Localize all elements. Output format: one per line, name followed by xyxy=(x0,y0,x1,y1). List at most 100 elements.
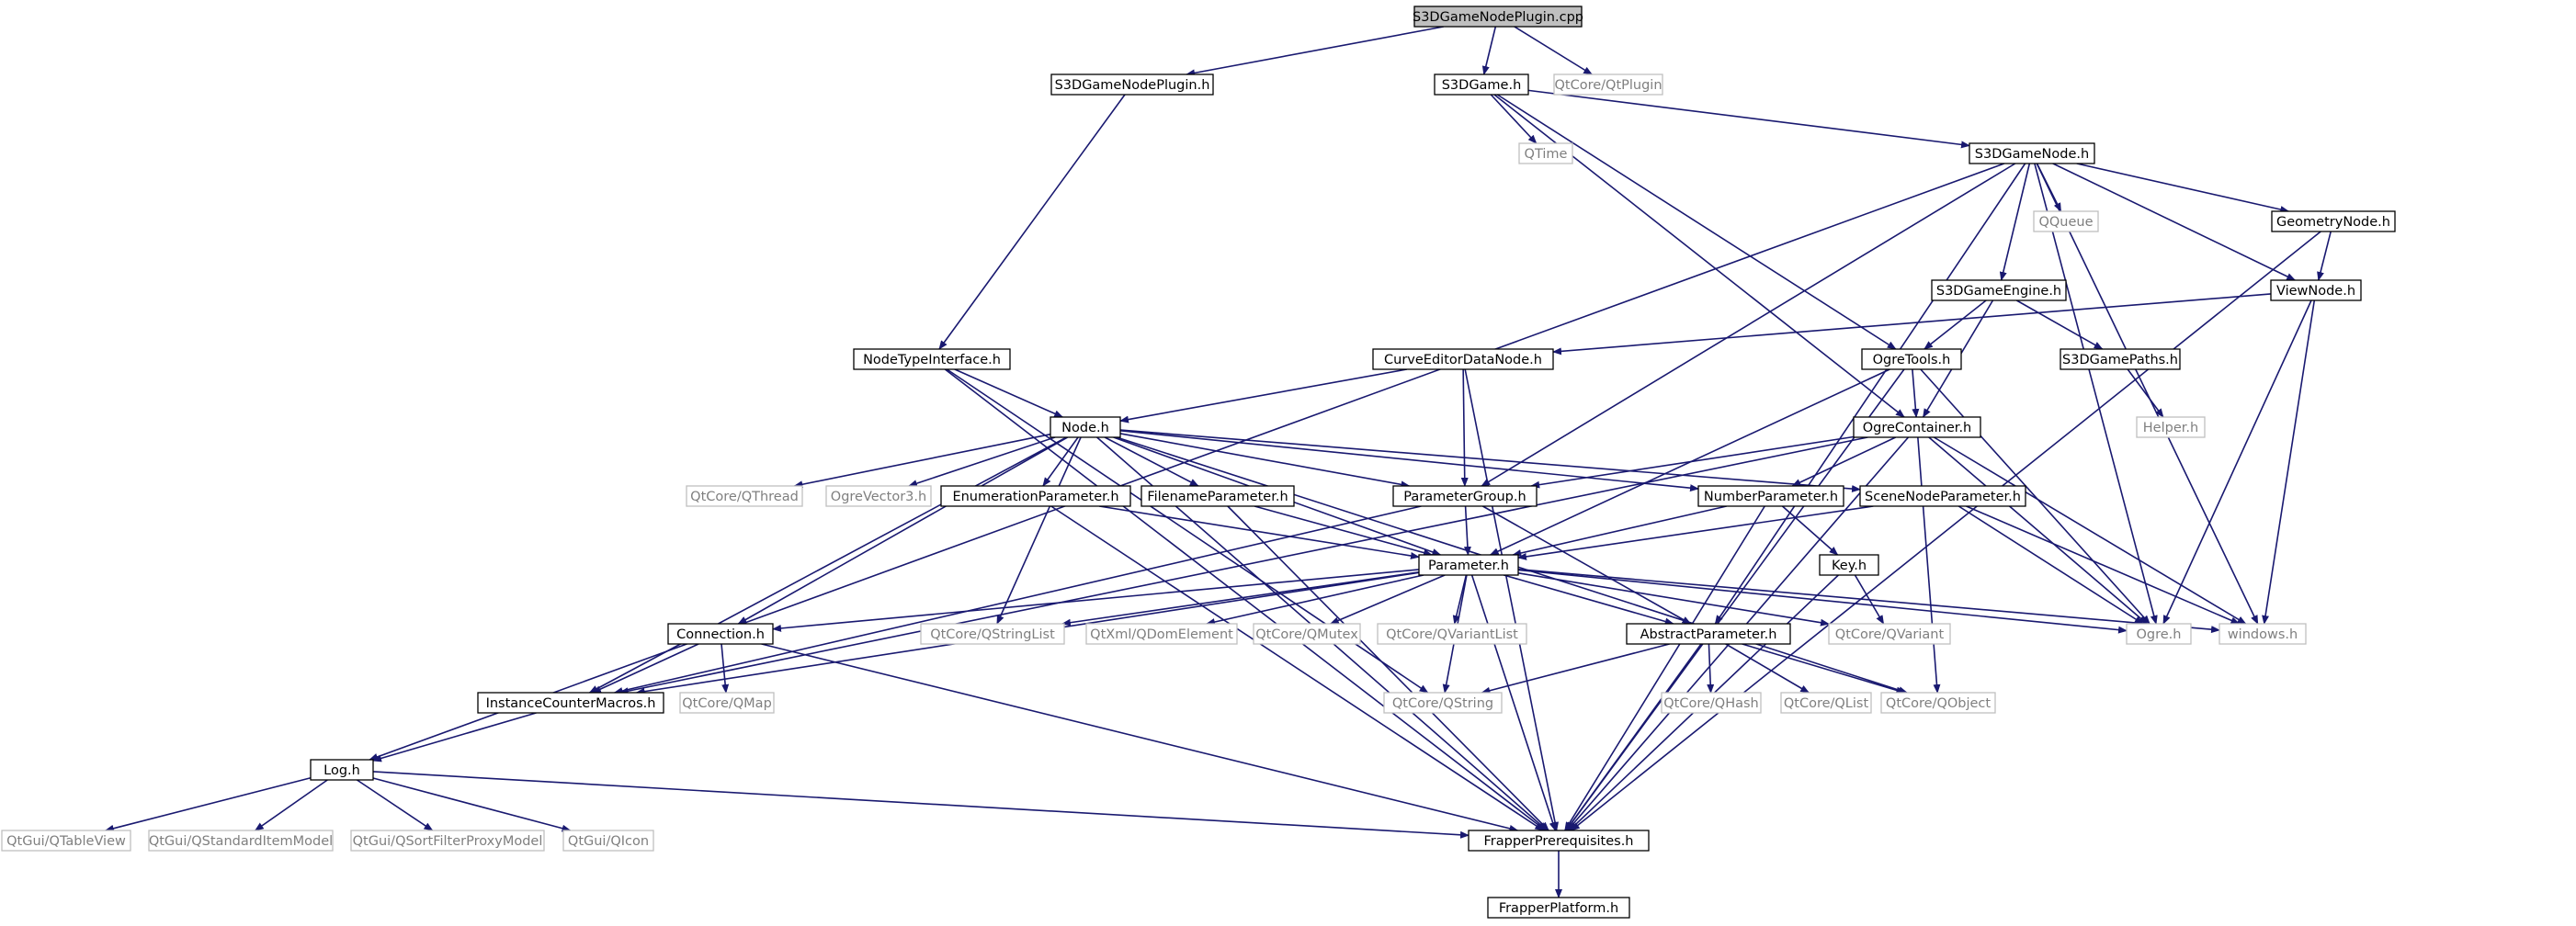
edge-node_h-to-paramgroup_h xyxy=(1119,433,1411,489)
node-abstractparam_h[interactable]: AbstractParameter.h xyxy=(1626,623,1791,645)
node-frapperplatform_h[interactable]: FrapperPlatform.h xyxy=(1487,897,1630,919)
edge-parameter_h-to-qstringlist xyxy=(1061,571,1420,627)
node-label: FilenameParameter.h xyxy=(1147,490,1288,504)
node-log_h[interactable]: Log.h xyxy=(310,759,374,781)
node-qlist: QtCore/QList xyxy=(1780,692,1872,714)
node-label: ParameterGroup.h xyxy=(1403,490,1526,504)
node-label: QtGui/QStandardItemModel xyxy=(149,834,333,849)
node-qvariantlist: QtCore/QVariantList xyxy=(1377,623,1527,645)
edge-numberparam_h-to-key_h xyxy=(1781,505,1839,556)
edge-ogrecontainer_h-to-instancecounter_h xyxy=(618,436,1868,695)
edge-node_h-to-connection_h xyxy=(737,436,1068,625)
node-ogretools_h[interactable]: OgreTools.h xyxy=(1861,348,1962,370)
edge-game_h-to-ogretools_h xyxy=(1496,94,1897,350)
node-connection_h[interactable]: Connection.h xyxy=(667,623,774,645)
node-box xyxy=(148,830,334,852)
node-qstring: QtCore/QString xyxy=(1383,692,1503,714)
node-qicon: QtGui/QIcon xyxy=(562,830,654,852)
node-key_h[interactable]: Key.h xyxy=(1819,554,1879,576)
node-label: Node.h xyxy=(1061,421,1109,435)
node-box xyxy=(1372,348,1554,370)
edge-geometrynode_h-to-viewnode_h xyxy=(2317,231,2332,281)
edge-connection_h-to-qmap xyxy=(721,643,730,694)
node-label: Helper.h xyxy=(2143,421,2198,435)
node-enumparam_h[interactable]: EnumerationParameter.h xyxy=(940,485,1131,507)
edge-filenameparam_h-to-frapperprereq_h xyxy=(1227,505,1549,831)
node-plugin_h[interactable]: S3DGameNodePlugin.h xyxy=(1050,73,1214,96)
node-gameengine_h[interactable]: S3DGameEngine.h xyxy=(1931,279,2067,301)
node-box xyxy=(1418,554,1519,576)
node-box xyxy=(1880,692,1996,714)
node-qqueue: QQueue xyxy=(2033,210,2099,232)
node-geometrynode_h[interactable]: GeometryNode.h xyxy=(2271,210,2396,232)
node-node_h[interactable]: Node.h xyxy=(1050,416,1121,438)
node-box xyxy=(2126,623,2192,645)
node-label: ViewNode.h xyxy=(2276,284,2355,299)
node-numberparam_h[interactable]: NumberParameter.h xyxy=(1697,485,1844,507)
node-label: NodeTypeInterface.h xyxy=(863,353,1001,367)
node-label: S3DGameNodePlugin.h xyxy=(1055,78,1210,93)
node-ogrecontainer_h[interactable]: OgreContainer.h xyxy=(1853,416,1981,438)
node-root[interactable]: S3DGameNodePlugin.cpp xyxy=(1413,6,1583,28)
node-box xyxy=(350,830,545,852)
edge-root-to-game_h xyxy=(1481,26,1497,75)
node-label: QTime xyxy=(1525,147,1568,162)
node-instancecounter_h[interactable]: InstanceCounterMacros.h xyxy=(477,692,664,714)
node-game_h[interactable]: S3DGame.h xyxy=(1434,73,1529,96)
node-qtime: QTime xyxy=(1518,142,1573,164)
edge-node_h-to-qstringlist xyxy=(996,436,1082,625)
edge-parameter_h-to-ogre_h xyxy=(1517,569,2128,634)
node-box xyxy=(2136,416,2206,438)
node-paramgroup_h[interactable]: ParameterGroup.h xyxy=(1392,485,1538,507)
edge-paramgroup_h-to-abstractparam_h xyxy=(1482,505,1692,625)
node-qsortfilter: QtGui/QSortFilterProxyModel xyxy=(350,830,545,852)
node-frapperprereq_h[interactable]: FrapperPrerequisites.h xyxy=(1468,830,1650,852)
edge-abstractparam_h-to-qobject xyxy=(1742,643,1906,694)
node-curveeditor_h[interactable]: CurveEditorDataNode.h xyxy=(1372,348,1554,370)
edge-log_h-to-qicon xyxy=(372,777,572,832)
edge-abstractparam_h-to-qlist xyxy=(1725,643,1810,694)
edge-parameter_h-to-qdomelement xyxy=(1206,574,1424,626)
edge-log_h-to-qtableview xyxy=(104,776,312,832)
edge-enumparam_h-to-frapperprereq_h xyxy=(1050,505,1545,831)
node-label: Log.h xyxy=(323,763,360,778)
node-qtplugin: QtCore/QtPlugin xyxy=(1553,73,1663,96)
node-box xyxy=(1518,142,1573,164)
node-qtableview: QtGui/QTableView xyxy=(1,830,131,852)
node-gamepaths_h[interactable]: S3DGamePaths.h xyxy=(2060,348,2181,370)
edge-numberparam_h-to-parameter_h xyxy=(1512,505,1727,557)
node-qstringlist: QtCore/QStringList xyxy=(920,623,1065,645)
node-viewnode_h[interactable]: ViewNode.h xyxy=(2270,279,2362,301)
node-qhash: QtCore/QHash xyxy=(1661,692,1762,714)
edge-root-to-qtplugin xyxy=(1514,26,1594,75)
node-gamenode_h[interactable]: S3DGameNode.h xyxy=(1969,142,2095,164)
node-label: OgreContainer.h xyxy=(1863,421,1972,435)
node-box xyxy=(853,348,1011,370)
node-box xyxy=(310,759,374,781)
edge-node_h-to-filenameparam_h xyxy=(1104,436,1199,487)
node-label: QtGui/QSortFilterProxyModel xyxy=(353,834,543,849)
node-box xyxy=(1085,623,1238,645)
node-box xyxy=(1050,416,1121,438)
node-scenenodeparam_h[interactable]: SceneNodeParameter.h xyxy=(1859,485,2026,507)
node-label: Connection.h xyxy=(676,627,765,642)
node-box xyxy=(1487,897,1630,919)
node-box xyxy=(1,830,131,852)
node-box xyxy=(1553,73,1663,96)
node-label: S3DGamePaths.h xyxy=(2062,353,2178,367)
edge-parameter_h-to-qvariantlist xyxy=(1452,574,1468,625)
node-parameter_h[interactable]: Parameter.h xyxy=(1418,554,1519,576)
node-label: QtCore/QStringList xyxy=(930,627,1055,642)
node-label: S3DGameNodePlugin.cpp xyxy=(1413,10,1583,25)
node-filenameparam_h[interactable]: FilenameParameter.h xyxy=(1140,485,1295,507)
node-box xyxy=(1859,485,2026,507)
edge-log_h-to-qsortfilter xyxy=(356,779,434,831)
node-label: QtCore/QMutex xyxy=(1255,627,1358,642)
node-label: QtCore/QList xyxy=(1784,696,1869,711)
node-qvariant: QtCore/QVariant xyxy=(1828,623,1951,645)
node-box xyxy=(1626,623,1791,645)
node-nodetypeinterface_h[interactable]: NodeTypeInterface.h xyxy=(853,348,1011,370)
edge-scenenodeparam_h-to-parameter_h xyxy=(1517,505,1874,560)
edge-nodetypeinterface_h-to-node_h xyxy=(954,368,1064,418)
